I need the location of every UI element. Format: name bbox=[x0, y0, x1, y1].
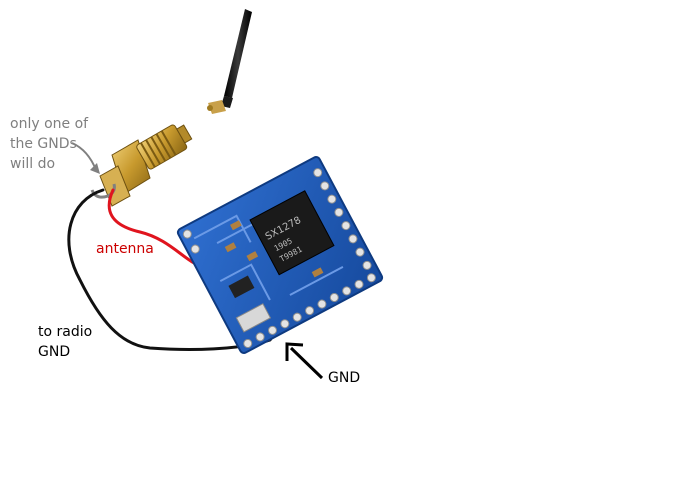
sma-connector-icon bbox=[99, 124, 193, 207]
gnd-wire bbox=[67, 188, 278, 351]
antenna-wire bbox=[107, 188, 196, 265]
gnd-label: GND bbox=[328, 370, 361, 386]
radio-gnd-label: to radio GND bbox=[38, 324, 93, 360]
radio-module: SX1278 1905 T9981 bbox=[176, 156, 384, 354]
note-pointer-arrow bbox=[71, 142, 100, 174]
gnd-note-label: only one of the GNDs will do bbox=[10, 116, 89, 172]
antenna-icon bbox=[207, 9, 252, 114]
gnd-pointer-arrow bbox=[285, 342, 324, 380]
antenna-label: antenna bbox=[96, 241, 154, 257]
